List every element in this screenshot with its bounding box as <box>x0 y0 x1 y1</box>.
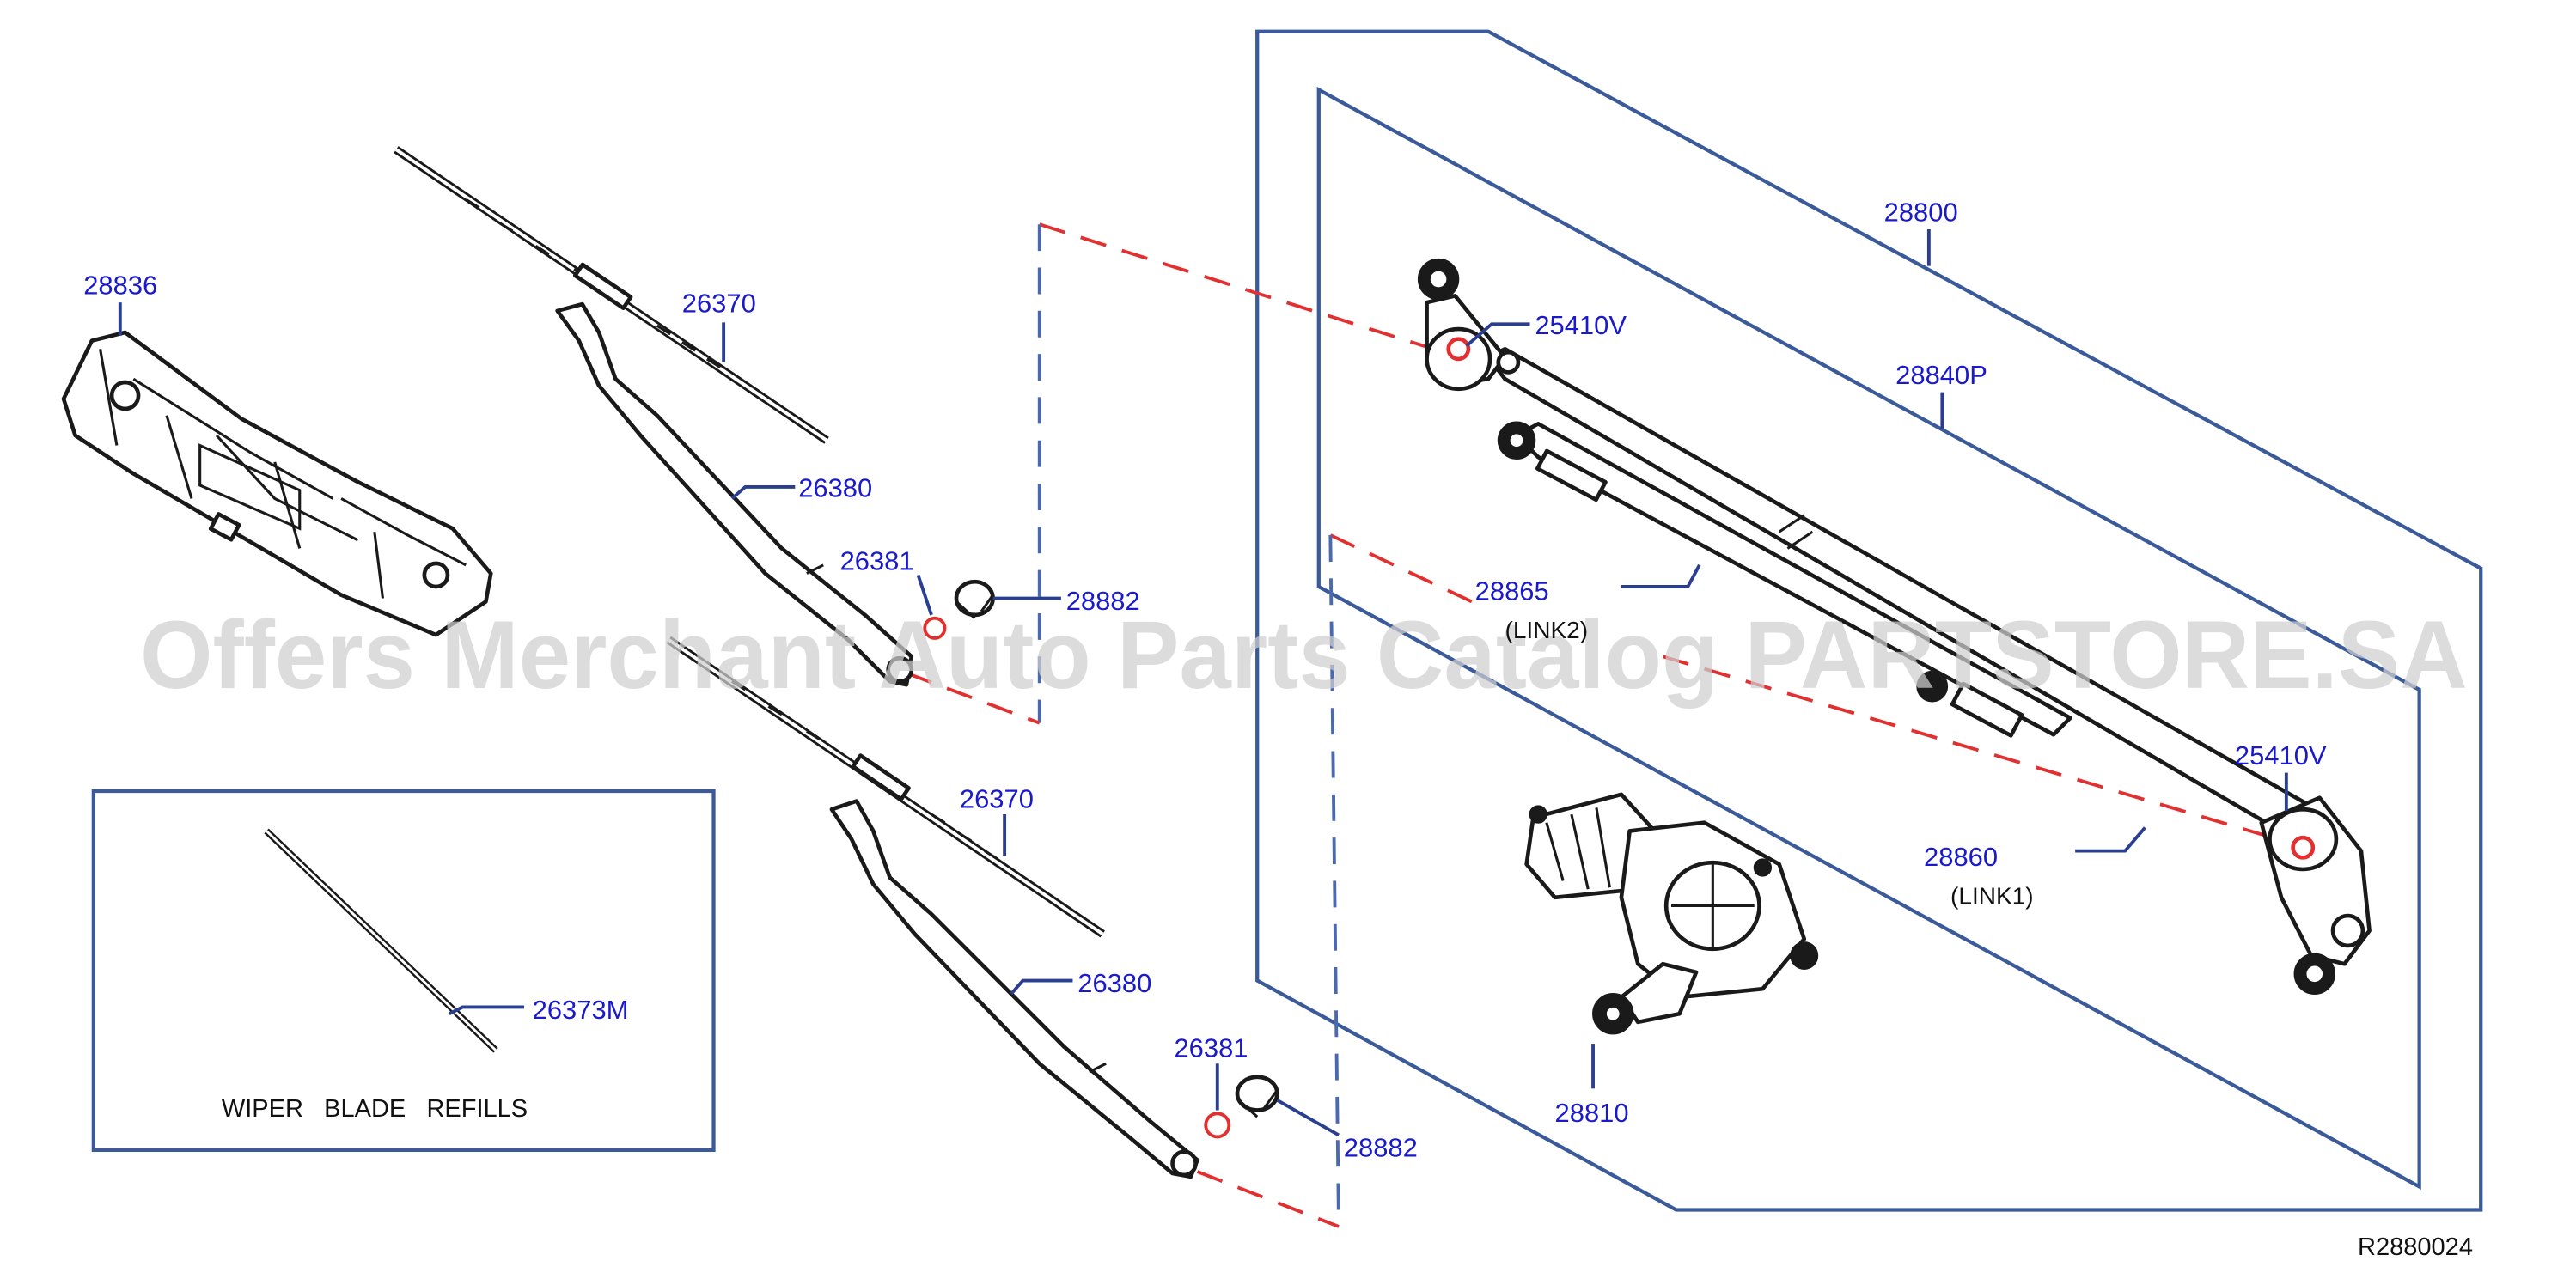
note-link1: (LINK1) <box>1950 883 2034 910</box>
dash-line-bottom-pivot <box>1329 533 1473 604</box>
label-26370-bottom[interactable]: 26370 <box>960 783 1034 813</box>
label-28800[interactable]: 28800 <box>1884 197 1958 227</box>
label-25410V-bottom[interactable]: 25410V <box>2235 740 2327 770</box>
wiper-arm-bottom <box>829 799 1199 1179</box>
notes: (LINK2) (LINK1) WIPER BLADE REFILLS R288… <box>222 617 2473 1261</box>
label-28836[interactable]: 28836 <box>83 270 157 300</box>
dash-line-top-arm <box>906 671 1041 725</box>
label-26381-bottom[interactable]: 26381 <box>1174 1033 1248 1063</box>
alignment-lines <box>906 222 2279 1228</box>
label-26381-top[interactable]: 26381 <box>840 546 914 576</box>
bottom-arm-hardware <box>1204 1075 1279 1139</box>
washer-26381-bottom <box>1204 1112 1231 1139</box>
outer-assembly-frame <box>1255 29 2483 1212</box>
assembly-frames <box>91 29 2483 1212</box>
leader-28882-bot <box>1276 1099 1340 1137</box>
leader-lines <box>118 229 2288 1137</box>
wiper-motor <box>1524 792 1819 1035</box>
label-26380-bottom[interactable]: 26380 <box>1077 968 1151 998</box>
label-28882-top[interactable]: 28882 <box>1066 586 1140 616</box>
dash-line-bottom-vertical <box>1328 534 1340 1227</box>
wiper-linkage-assembly <box>1417 258 2372 995</box>
cowl-cover-part <box>61 330 493 637</box>
label-26370-top[interactable]: 26370 <box>682 289 756 319</box>
dash-line-bottom-arm <box>1196 1170 1340 1228</box>
leader-28865 <box>1621 563 1701 588</box>
refills-box <box>91 789 716 1153</box>
label-28810[interactable]: 28810 <box>1555 1098 1629 1128</box>
label-28840P[interactable]: 28840P <box>1895 360 1987 390</box>
washer-26381-top <box>923 616 947 640</box>
leader-28860 <box>2075 826 2146 853</box>
wiper-blade-bottom <box>666 636 1105 938</box>
label-25410V-top[interactable]: 25410V <box>1535 310 1627 340</box>
note-link2: (LINK2) <box>1505 617 1588 643</box>
leader-26381-top <box>916 574 933 616</box>
label-26380-top[interactable]: 26380 <box>798 473 872 503</box>
wiper-arm-top <box>555 301 914 687</box>
watermark-text: Offers Merchant Auto Parts Catalog PARTS… <box>140 600 2468 709</box>
leader-25410V-top <box>1465 322 1530 347</box>
label-28865[interactable]: 28865 <box>1475 576 1549 606</box>
note-refills: WIPER BLADE REFILLS <box>222 1095 528 1123</box>
callout-labels: 28836 26370 26380 26381 28882 26370 2638… <box>83 197 2327 1162</box>
label-26373M[interactable]: 26373M <box>533 995 629 1025</box>
top-arm-hardware <box>923 579 995 640</box>
leader-26373M <box>449 1005 524 1015</box>
dash-line-top-pivot <box>1039 222 1434 351</box>
inner-assembly-frame <box>1316 86 2421 1191</box>
leader-26380-top <box>730 484 796 500</box>
label-28860[interactable]: 28860 <box>1924 842 1998 872</box>
blade-refill <box>264 828 498 1053</box>
leader-26380-bot <box>1010 978 1073 996</box>
dash-line-bottom-pivot-2 <box>1662 655 2279 841</box>
label-28882-bottom[interactable]: 28882 <box>1344 1133 1418 1163</box>
wiper-blade-top <box>394 146 829 444</box>
figure-code: R2880024 <box>2358 1233 2473 1261</box>
